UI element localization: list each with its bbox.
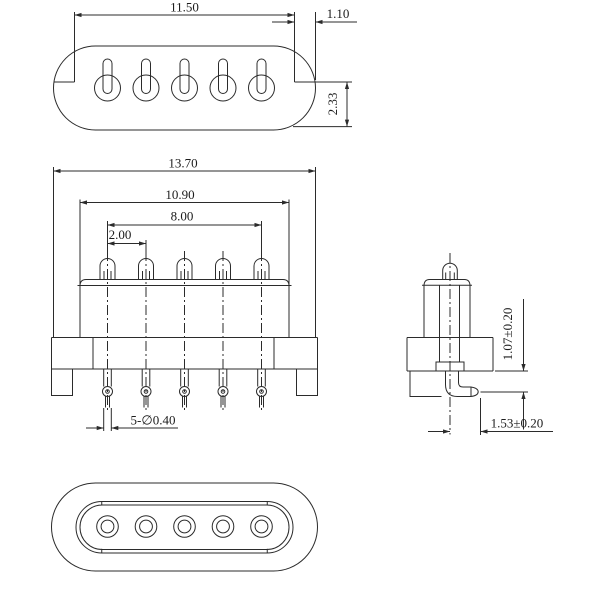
front-view: 13.70 10.90 8.00 2.00 xyxy=(52,156,318,432)
bottom-pin-5 xyxy=(250,515,273,538)
front-pin-3 xyxy=(176,250,193,413)
front-cap-top xyxy=(80,280,289,287)
dimension-tail-length: 1.53±0.20 xyxy=(428,398,553,435)
bottom-view xyxy=(52,483,318,571)
dim-label-top-width: 11.50 xyxy=(170,0,199,15)
bottom-pin-2 xyxy=(134,515,158,538)
dimension-pin-tail-dia: 5-∅0.40 xyxy=(86,408,178,431)
top-pin-1 xyxy=(94,58,121,102)
dimension-top-width: 11.50 xyxy=(74,0,295,18)
dim-label-pin-pitch: 2.00 xyxy=(109,227,132,242)
dimension-overall-width: 13.70 xyxy=(53,156,316,174)
top-view: 11.50 1.10 2.33 xyxy=(54,0,358,130)
dimension-top-depth: 2.33 xyxy=(325,82,350,127)
bottom-pin-1 xyxy=(96,515,119,538)
top-pin-4 xyxy=(209,58,237,102)
dim-label-pin-tail-dia: 5-∅0.40 xyxy=(131,413,176,428)
bottom-outline xyxy=(52,483,318,571)
side-view: 1.07±0.20 1.53±0.20 xyxy=(407,253,553,435)
front-pin-5 xyxy=(253,250,270,413)
front-right-foot xyxy=(297,369,318,396)
bottom-pin-3 xyxy=(173,515,196,538)
bottom-pin-4 xyxy=(211,515,235,538)
top-pin-2 xyxy=(132,58,160,102)
side-bent-tail xyxy=(446,371,479,397)
dim-label-tail-height: 1.07±0.20 xyxy=(500,308,515,361)
side-pin-dome xyxy=(443,263,458,279)
dim-label-tail-length: 1.53±0.20 xyxy=(491,416,544,431)
front-pin-1 xyxy=(99,250,116,413)
front-pin-2 xyxy=(138,250,154,413)
top-view-outline xyxy=(54,46,316,130)
dimension-body-width: 10.90 xyxy=(80,187,289,205)
dim-label-overall-width: 13.70 xyxy=(168,156,197,171)
dimension-top-end-offset: 1.10 xyxy=(272,6,357,25)
dim-label-top-depth: 2.33 xyxy=(325,93,340,116)
dimension-pin-span: 8.00 xyxy=(108,209,262,257)
bottom-rim-outer xyxy=(76,502,293,554)
dim-label-pin-span: 8.00 xyxy=(171,209,194,224)
dimension-tail-height: 1.07±0.20 xyxy=(481,299,529,430)
side-cap-top xyxy=(424,280,470,287)
dim-label-body-width: 10.90 xyxy=(165,187,194,202)
bottom-rim-inner xyxy=(80,505,289,550)
dim-label-top-end-offset: 1.10 xyxy=(327,6,350,21)
dimension-pin-pitch: 2.00 xyxy=(107,227,147,256)
top-pin-5 xyxy=(248,58,275,102)
side-foot xyxy=(410,371,442,397)
front-pin-4 xyxy=(215,250,231,413)
top-pin-3 xyxy=(171,58,198,102)
front-left-foot xyxy=(52,369,73,396)
